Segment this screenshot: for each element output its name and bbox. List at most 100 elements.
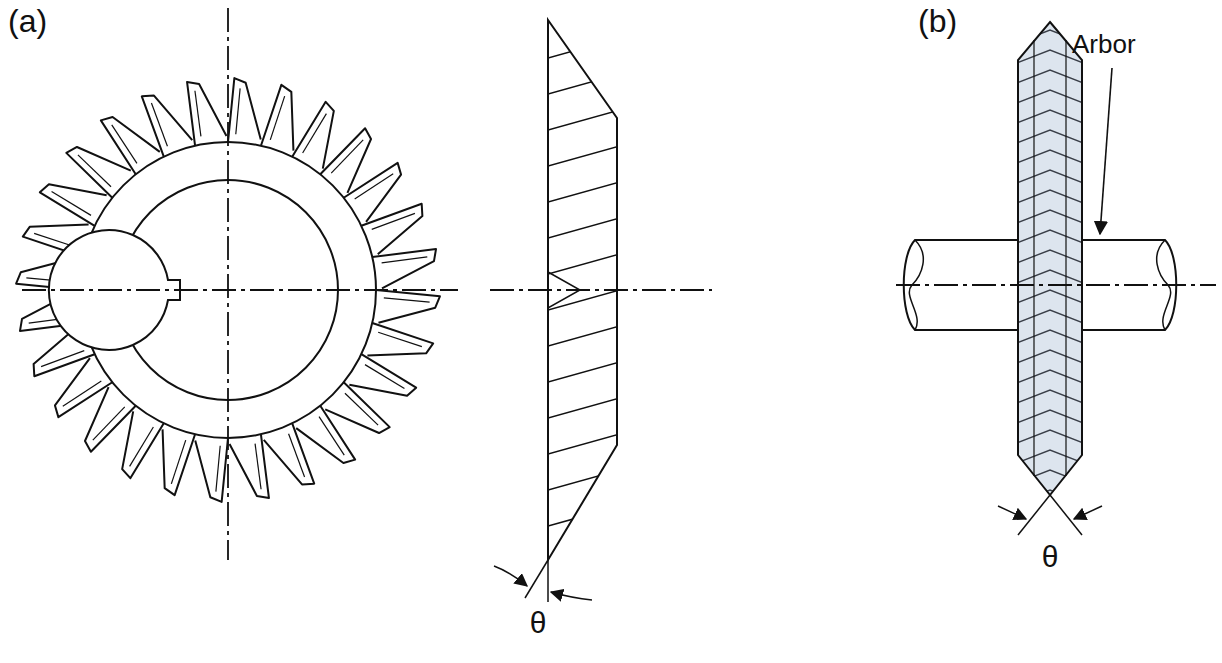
tooth-edge: [548, 74, 620, 94]
figure-label: (a): [8, 4, 47, 39]
tooth-face: [319, 417, 344, 456]
tooth-edge: [548, 254, 620, 274]
figure-label: (b): [918, 4, 957, 39]
hatch-chevron: [1014, 90, 1086, 104]
tooth-face: [355, 174, 394, 199]
center-line: [22, 289, 458, 291]
extension-line: [1050, 495, 1082, 535]
hatch-chevron: [1014, 470, 1086, 484]
hatch-chevron: [1014, 310, 1086, 324]
hatch-chevron: [1014, 230, 1086, 244]
hatch-chevron: [1014, 130, 1086, 144]
tooth-face: [345, 393, 378, 425]
tooth-face: [195, 91, 201, 137]
tooth-face: [171, 440, 185, 484]
hatch-chevron: [1014, 290, 1086, 304]
tooth-face: [93, 407, 125, 440]
tooth-edge: [548, 542, 620, 562]
angle-symbol: θ: [530, 606, 547, 639]
angle-arrow: [998, 506, 1026, 519]
tooth-face: [372, 213, 415, 229]
tooth-edge: [548, 146, 620, 166]
tooth-face: [365, 365, 404, 389]
tooth-face: [78, 155, 111, 187]
angle-arrow: [494, 566, 527, 586]
cutter-side-view: [490, 20, 712, 602]
hatch-chevron: [1014, 270, 1086, 284]
cutter-tooth: [195, 438, 228, 502]
center-line: [227, 8, 229, 560]
tooth-lines: [548, 38, 620, 598]
tooth-face: [289, 434, 305, 477]
hatch-chevron: [1014, 170, 1086, 184]
tooth-face: [130, 427, 154, 466]
hatch-chevron: [1014, 330, 1086, 344]
tooth-face: [41, 351, 84, 367]
cutter-tooth: [349, 354, 416, 396]
tooth-face: [112, 125, 137, 164]
hatch-chevron: [1014, 190, 1086, 204]
tooth-face: [236, 88, 240, 134]
cutter-tooth: [261, 85, 293, 151]
tooth-edge: [548, 326, 620, 346]
tooth-edge: [548, 290, 620, 310]
tooth-edge: [548, 578, 620, 598]
tooth-edge: [548, 218, 620, 238]
center-line: [490, 289, 712, 291]
cutter-tooth: [230, 434, 269, 498]
part-name: Arbor: [1072, 30, 1136, 59]
tooth-edge: [548, 182, 620, 202]
cutter-tooth: [376, 290, 440, 323]
cutter-tooth: [163, 429, 195, 495]
tooth-face: [151, 103, 167, 146]
hatch-chevron: [1014, 250, 1086, 264]
hatch-chevron: [1014, 510, 1086, 524]
tooth-face: [382, 257, 428, 263]
tooth-face: [63, 381, 102, 406]
tooth-face: [270, 96, 284, 140]
cutter-tooth: [187, 82, 226, 146]
cutter-tooth: [228, 78, 261, 142]
tooth-edge: [548, 434, 620, 454]
cutter-tooth: [122, 411, 164, 478]
disc-inner-line: [1033, 40, 1034, 476]
cutter-tooth: [372, 249, 436, 288]
tooth-edge: [548, 470, 620, 490]
angle-arrow: [551, 592, 592, 600]
cutter-disc-outline: [1018, 22, 1082, 495]
extension-line: [525, 560, 548, 598]
extension-line: [1018, 495, 1050, 535]
cutter-face-view: [16, 8, 458, 560]
extension-line: [547, 560, 549, 602]
leader-line: [1100, 68, 1112, 234]
hatch-chevron: [1014, 490, 1086, 504]
tooth-edge: [548, 38, 620, 58]
cutter-tooth: [292, 102, 334, 169]
tooth-face: [378, 332, 422, 346]
section-hatching: [1014, 10, 1086, 524]
cutter-tooth: [40, 184, 107, 226]
tooth-face: [255, 444, 261, 490]
angle-symbol: θ: [1042, 540, 1059, 573]
disc-inner-line: [1065, 40, 1066, 476]
hatch-chevron: [1014, 410, 1086, 424]
center-line: [896, 284, 1216, 286]
tooth-face: [52, 192, 91, 216]
hatch-chevron: [1014, 150, 1086, 164]
angle-arrow: [1074, 506, 1102, 519]
hatch-chevron: [1014, 370, 1086, 384]
tooth-edge: [548, 362, 620, 382]
hatch-chevron: [1014, 430, 1086, 444]
tooth-face: [303, 114, 327, 153]
tooth-edge: [548, 506, 620, 526]
tooth-edge: [548, 398, 620, 418]
hatch-chevron: [1014, 70, 1086, 84]
hatch-chevron: [1014, 390, 1086, 404]
tooth-edge: [548, 110, 620, 130]
cutter-tooth: [367, 323, 433, 355]
tooth-face: [331, 140, 363, 173]
tooth-face: [216, 446, 220, 492]
